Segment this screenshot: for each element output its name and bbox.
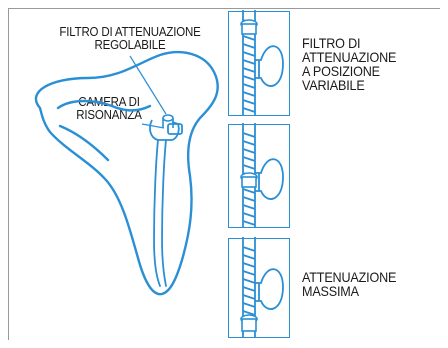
panel-variable-position xyxy=(228,10,290,116)
label-resonance-chamber-line1: CAMERA DI xyxy=(78,95,140,109)
adjustable-filter-knob xyxy=(162,114,174,128)
panel2-filter-cap xyxy=(240,172,258,188)
earplug-stem xyxy=(153,139,167,287)
ear-outline xyxy=(34,51,219,296)
panel3-filter-cap xyxy=(240,314,258,332)
label-resonance-chamber-line2: RISONANZA xyxy=(76,108,142,122)
panel1-filter-illustration xyxy=(240,10,284,115)
panel2-filter-illustration xyxy=(240,123,284,227)
label-adjustable-filter-line2: REGOLABILE xyxy=(94,38,166,52)
panel3-caption-line2: MASSIMA xyxy=(302,283,359,299)
panel1-filter-cap xyxy=(240,19,258,35)
leader-lines xyxy=(129,55,167,129)
panel1-caption-line2: ATTENUAZIONE xyxy=(302,49,397,65)
resonance-chamber-shape xyxy=(149,119,183,141)
panel1-caption-line3: A POSIZIONE xyxy=(302,63,380,79)
panel3-caption-line1: ATTENUAZIONE xyxy=(302,269,397,285)
panel1-caption: FILTRO DI ATTENUAZIONE A POSIZIONE VARIA… xyxy=(302,36,396,92)
frame-top-rule xyxy=(8,8,440,9)
label-adjustable-filter-line1: FILTRO DI ATTENUAZIONE xyxy=(59,25,201,39)
panel1-caption-line4: VARIABILE xyxy=(302,77,365,93)
label-adjustable-filter: FILTRO DI ATTENUAZIONE REGOLABILE xyxy=(47,26,213,52)
panel3-filter-illustration xyxy=(240,237,284,337)
panel3-caption: ATTENUAZIONE MASSIMA xyxy=(302,270,396,298)
panel-intermediate-position xyxy=(228,123,290,228)
frame-left-rule xyxy=(8,8,9,340)
label-resonance-chamber: CAMERA DI RISONANZA xyxy=(69,96,148,122)
panel-maximum-attenuation xyxy=(228,237,290,338)
panel1-caption-line1: FILTRO DI xyxy=(302,35,361,51)
